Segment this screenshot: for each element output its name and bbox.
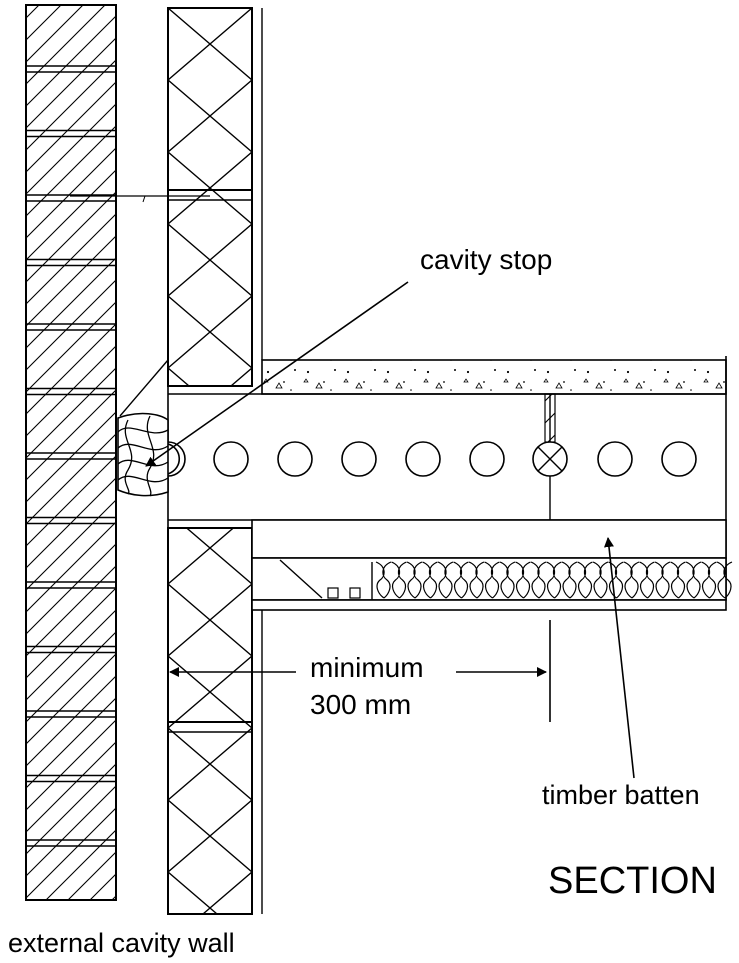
- insulation-loop: [422, 561, 438, 599]
- joist-hole: [277, 441, 313, 477]
- section-title: SECTION: [548, 860, 717, 902]
- insulation-loop: [685, 561, 702, 599]
- insulation-loop: [577, 561, 593, 599]
- timber-batten-leader: [603, 537, 635, 779]
- insulation-loop: [592, 561, 609, 599]
- outer-brick-leaf: [25, 4, 117, 901]
- joist-hole: [597, 441, 633, 477]
- insulation-loop: [515, 561, 531, 599]
- insulation-loop: [375, 561, 392, 599]
- insulation-loop: [654, 561, 671, 599]
- insulation-loop: [716, 561, 733, 599]
- ceiling-insulation: [375, 561, 733, 599]
- cavity-tray-line: [119, 359, 169, 417]
- dimension-value-label: 300 mm: [310, 689, 411, 720]
- joist-hole: [341, 441, 377, 477]
- insulation-loop: [546, 561, 562, 599]
- timber-batten: [251, 519, 727, 559]
- cavity-stop-leader: [145, 281, 409, 467]
- service-pipe-icon: [532, 441, 568, 477]
- insulation-loop: [670, 561, 686, 599]
- insulation-loop: [701, 561, 717, 599]
- insulation-loop: [561, 561, 578, 599]
- wall-tie: [70, 195, 210, 203]
- insulation-loop: [453, 561, 469, 599]
- insulation-loop: [391, 561, 407, 599]
- holes-in-joist-zone: [150, 441, 697, 477]
- floor-screed: [261, 359, 727, 395]
- insulation-loop: [468, 561, 485, 599]
- insulation-loop: [623, 561, 640, 599]
- joist-hole: [213, 441, 249, 477]
- insulation-loop: [499, 561, 516, 599]
- insulation-loop: [437, 561, 454, 599]
- dimension-line: [169, 620, 551, 722]
- cavity-stop-label: cavity stop: [420, 244, 552, 275]
- joist-hole: [661, 441, 697, 477]
- joist-hole: [405, 441, 441, 477]
- joist-hole: [469, 441, 505, 477]
- insulation-loop: [406, 561, 423, 599]
- timber-batten-label: timber batten: [542, 780, 700, 810]
- external-cavity-wall-label: external cavity wall: [8, 928, 235, 958]
- minimum-label: minimum: [310, 652, 424, 683]
- cavity-stop: [117, 412, 181, 497]
- ceiling-board: [251, 599, 727, 611]
- insulation-loop: [639, 561, 655, 599]
- insulation-loop: [484, 561, 500, 599]
- inner-block-leaf: [167, 7, 263, 915]
- insulation-loop: [530, 561, 547, 599]
